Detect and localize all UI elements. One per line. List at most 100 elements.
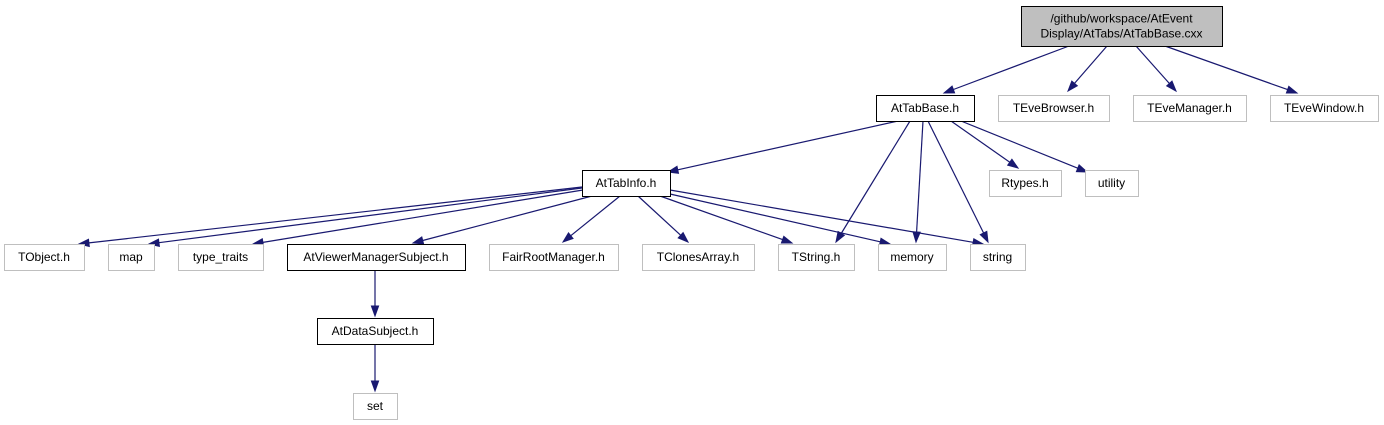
edge-attabinfo-to-tclonesarray bbox=[637, 195, 690, 243]
node-fairrootmanager: FairRootManager.h bbox=[489, 244, 619, 271]
edge-arrowhead bbox=[979, 230, 989, 244]
node-label: AtTabInfo.h bbox=[596, 176, 657, 190]
edge-arrowhead bbox=[942, 85, 956, 94]
node-box bbox=[998, 95, 1110, 122]
node-box bbox=[876, 95, 975, 122]
node-label: type_traits bbox=[193, 250, 248, 264]
edge-arrowhead bbox=[370, 305, 380, 318]
node-label: AtDataSubject.h bbox=[332, 324, 419, 338]
edge-line bbox=[953, 45, 1070, 91]
edge-line bbox=[158, 187, 583, 244]
node-teve-manager: TEveManager.h bbox=[1133, 95, 1247, 122]
node-map: map bbox=[108, 244, 155, 271]
edge-line bbox=[950, 120, 1011, 163]
node-box bbox=[1133, 95, 1247, 122]
edge-root-to-attabbase bbox=[942, 45, 1070, 94]
node-tobject: TObject.h bbox=[4, 244, 85, 271]
edge-line bbox=[262, 189, 584, 243]
node-attabinfo[interactable]: AtTabInfo.h bbox=[582, 170, 671, 197]
node-type-traits: type_traits bbox=[178, 244, 264, 271]
node-label: set bbox=[367, 399, 384, 413]
edge-line bbox=[916, 120, 924, 233]
edge-arrowhead bbox=[780, 235, 794, 244]
node-box bbox=[1021, 6, 1223, 47]
edge-attabbase-to-string bbox=[927, 120, 989, 244]
node-box bbox=[4, 244, 85, 271]
edge-arrowhead bbox=[1006, 158, 1020, 169]
edge-attabinfo-to-tstring bbox=[659, 195, 794, 244]
node-label: AtViewerManagerSubject.h bbox=[303, 250, 448, 264]
node-box bbox=[878, 244, 947, 271]
edge-attabinfo-to-tobject bbox=[77, 186, 583, 248]
node-label: map bbox=[119, 250, 143, 264]
edge-attabbase-to-rtypes bbox=[950, 120, 1020, 169]
node-box bbox=[642, 244, 755, 271]
node-label: TObject.h bbox=[18, 250, 70, 264]
edge-arrowhead bbox=[677, 231, 690, 243]
edge-line bbox=[637, 195, 682, 236]
node-teve-browser: TEveBrowser.h bbox=[998, 95, 1110, 122]
edge-root-to-teve-window bbox=[1164, 45, 1299, 94]
edge-line bbox=[840, 120, 911, 234]
edge-arrowhead bbox=[1165, 80, 1177, 93]
edge-attabbase-to-tstring bbox=[835, 120, 911, 244]
edge-line bbox=[669, 189, 974, 243]
node-label: Rtypes.h bbox=[1001, 176, 1048, 190]
edge-attabinfo-to-type-traits bbox=[251, 189, 584, 247]
node-label: TEveManager.h bbox=[1147, 101, 1232, 115]
node-label: TEveWindow.h bbox=[1284, 101, 1364, 115]
node-string: string bbox=[970, 244, 1026, 271]
edge-arrowhead bbox=[1285, 85, 1299, 94]
node-label: memory bbox=[890, 250, 933, 264]
edge-attabinfo-to-memory bbox=[669, 193, 892, 246]
edge-arrowhead bbox=[411, 236, 425, 245]
node-box bbox=[317, 318, 434, 345]
edge-attabinfo-to-string bbox=[669, 189, 985, 247]
node-atdatasubject[interactable]: AtDataSubject.h bbox=[317, 318, 434, 345]
edge-line bbox=[927, 120, 985, 234]
edge-line bbox=[570, 195, 621, 237]
node-attabbase[interactable]: AtTabBase.h bbox=[876, 95, 975, 122]
edge-line bbox=[1164, 45, 1288, 91]
edge-attabbase-to-memory bbox=[912, 120, 924, 244]
node-label: TString.h bbox=[792, 250, 841, 264]
edge-line bbox=[669, 193, 881, 243]
node-box bbox=[582, 170, 671, 197]
edge-attabbase-to-attabinfo bbox=[666, 120, 899, 174]
edge-attabinfo-to-map bbox=[147, 187, 583, 247]
node-label: /github/workspace/AtEvent bbox=[1050, 12, 1193, 26]
node-box bbox=[353, 393, 398, 420]
edge-arrowhead bbox=[1067, 80, 1079, 93]
edge-arrowhead bbox=[1075, 164, 1089, 173]
node-label: string bbox=[983, 250, 1012, 264]
edge-atdatasubject-to-set bbox=[370, 344, 380, 393]
edge-line bbox=[88, 186, 583, 244]
node-box bbox=[778, 244, 855, 271]
node-teve-window: TEveWindow.h bbox=[1270, 95, 1379, 122]
node-memory: memory bbox=[878, 244, 947, 271]
edge-arrowhead bbox=[370, 380, 380, 393]
nodes-layer: /github/workspace/AtEventDisplay/AtTabs/… bbox=[4, 6, 1379, 420]
node-tclonesarray: TClonesArray.h bbox=[642, 244, 755, 271]
node-label: FairRootManager.h bbox=[502, 250, 605, 264]
edge-line bbox=[960, 120, 1078, 169]
node-label: TEveBrowser.h bbox=[1013, 101, 1094, 115]
node-tstring: TString.h bbox=[778, 244, 855, 271]
node-label: AtTabBase.h bbox=[891, 101, 959, 115]
node-atviewermanagersubject[interactable]: AtViewerManagerSubject.h bbox=[287, 244, 466, 271]
edge-root-to-teve-manager bbox=[1135, 45, 1177, 93]
edges-layer bbox=[77, 45, 1299, 393]
node-root: /github/workspace/AtEventDisplay/AtTabs/… bbox=[1021, 6, 1223, 47]
node-box bbox=[489, 244, 619, 271]
node-box bbox=[178, 244, 264, 271]
node-box bbox=[287, 244, 466, 271]
edge-line bbox=[677, 120, 899, 171]
edge-attabinfo-to-atviewermanagersubject bbox=[411, 195, 593, 245]
node-label: TClonesArray.h bbox=[657, 250, 739, 264]
edge-line bbox=[659, 195, 783, 241]
node-utility: utility bbox=[1085, 170, 1139, 197]
node-box bbox=[1270, 95, 1379, 122]
node-box bbox=[989, 170, 1062, 197]
edge-arrowhead bbox=[561, 232, 574, 243]
